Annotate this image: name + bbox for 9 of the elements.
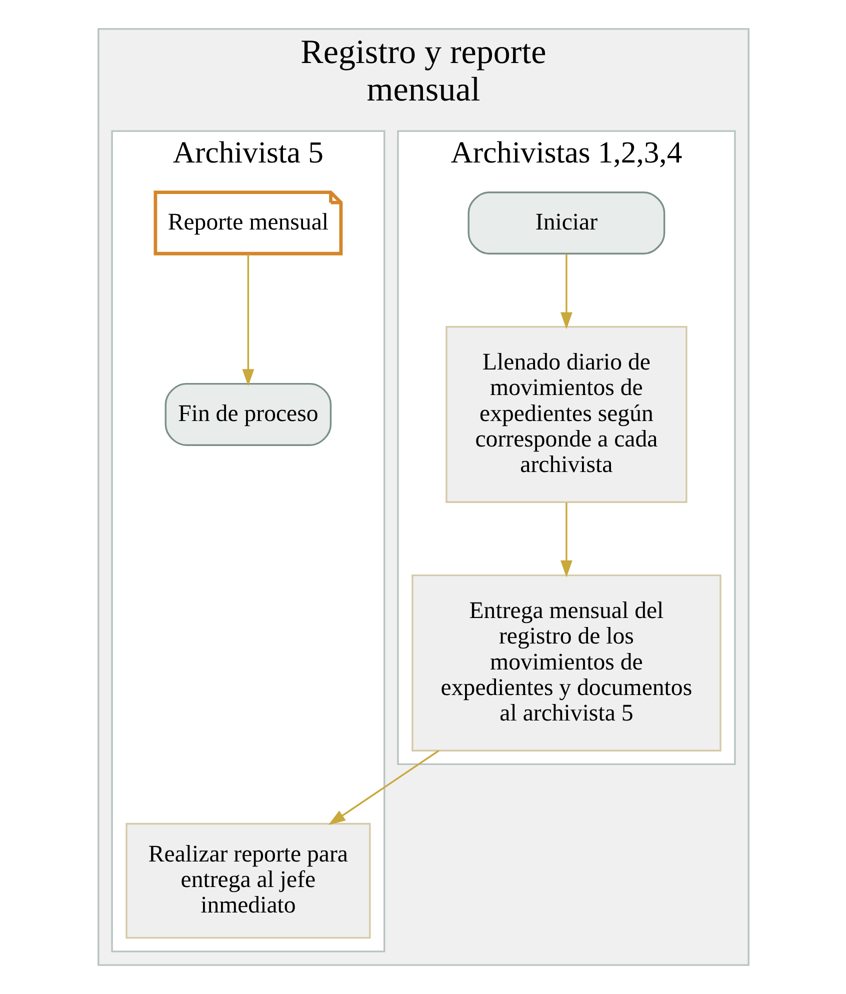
arrow <box>560 502 572 578</box>
node-box: Llenado diario de movimientos de expedientes según corresponde a cada archivista <box>445 326 687 503</box>
arrow <box>328 750 439 826</box>
node-box: Entrega mensual del registro de los movimientos de expedientes y documentos al archivista 5 <box>411 574 721 752</box>
arrow <box>560 254 572 330</box>
node-box: Realizar reporte para entrega al jefe inmediato <box>125 822 370 939</box>
node-box: Fin de proceso <box>164 382 332 446</box>
arrow <box>242 254 254 386</box>
node-box: Iniciar <box>467 192 665 254</box>
